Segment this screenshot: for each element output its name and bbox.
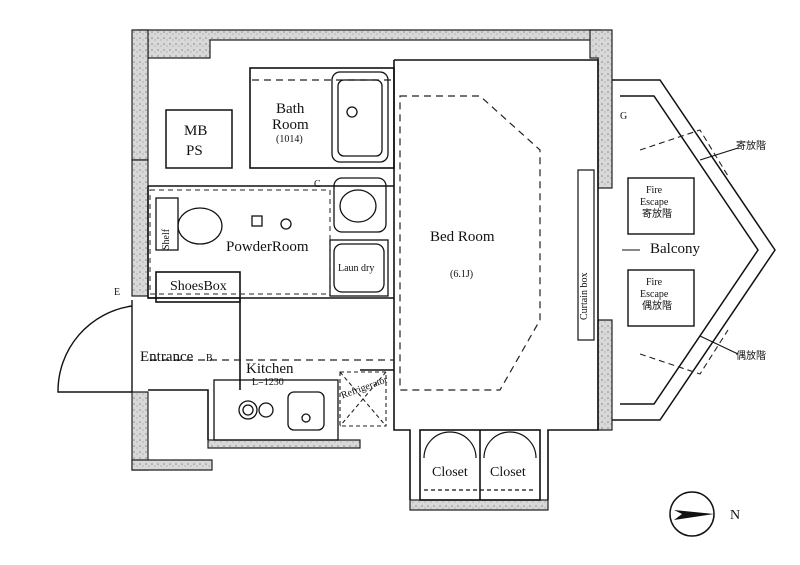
- label-fire-2a: Fire: [646, 277, 663, 288]
- label-shelf: Shelf: [161, 228, 172, 250]
- marker-g: G: [620, 111, 628, 122]
- powder-fixtures: [155, 177, 389, 297]
- label-fire-1b: Escape: [640, 197, 669, 208]
- label-bath: Bath: [276, 101, 305, 117]
- curtain-box-rect: [577, 169, 595, 341]
- label-closet-1: Closet: [432, 465, 468, 480]
- label-bath-code: (1014): [276, 134, 303, 145]
- ceiling-dashes: [150, 79, 541, 391]
- fire-escape-box-1: [627, 177, 695, 235]
- label-ps: PS: [186, 143, 203, 159]
- bathtub: [331, 71, 389, 163]
- entrance-door: [57, 300, 133, 393]
- label-bed-room: Bed Room: [430, 229, 495, 245]
- label-laundry: Laun dry: [338, 263, 375, 274]
- balcony-outline: [612, 79, 776, 421]
- label-callout-top: 寄放階: [736, 141, 766, 152]
- callout-lines: [622, 147, 739, 355]
- label-powder-room: PowderRoom: [226, 239, 309, 255]
- marker-c: C: [314, 179, 321, 190]
- marker-b: B: [206, 353, 213, 364]
- label-fire-1a: Fire: [646, 185, 663, 196]
- refrigerator-box: [339, 371, 387, 427]
- label-fire-2c: 偶放階: [642, 301, 672, 312]
- mb-ps-box: [165, 109, 233, 169]
- label-mb: MB: [184, 123, 208, 139]
- label-balcony: Balcony: [650, 241, 700, 257]
- label-kitchen-size: L=1230: [252, 377, 284, 388]
- closet-doors: [423, 431, 537, 491]
- exterior-walls: [131, 29, 613, 511]
- balcony-dashes: [639, 129, 729, 375]
- kitchen-counter: [213, 379, 339, 441]
- marker-e: E: [114, 287, 121, 298]
- label-entrance: Entrance: [140, 349, 194, 365]
- label-curtain-box: Curtain box: [579, 272, 590, 321]
- label-bath-room: Room: [272, 117, 309, 133]
- compass-north-label: N: [730, 508, 741, 523]
- fire-escape-box-2: [627, 269, 695, 327]
- label-kitchen: Kitchen: [246, 361, 294, 377]
- label-bed-room-size: (6.1J): [450, 269, 474, 280]
- label-callout-bottom: 偶放階: [736, 351, 766, 362]
- compass: [669, 491, 715, 537]
- label-shoes-box: ShoesBox: [170, 279, 227, 294]
- label-fire-2b: Escape: [640, 289, 669, 300]
- label-fire-1c: 寄放階: [642, 209, 672, 220]
- label-closet-2: Closet: [490, 465, 526, 480]
